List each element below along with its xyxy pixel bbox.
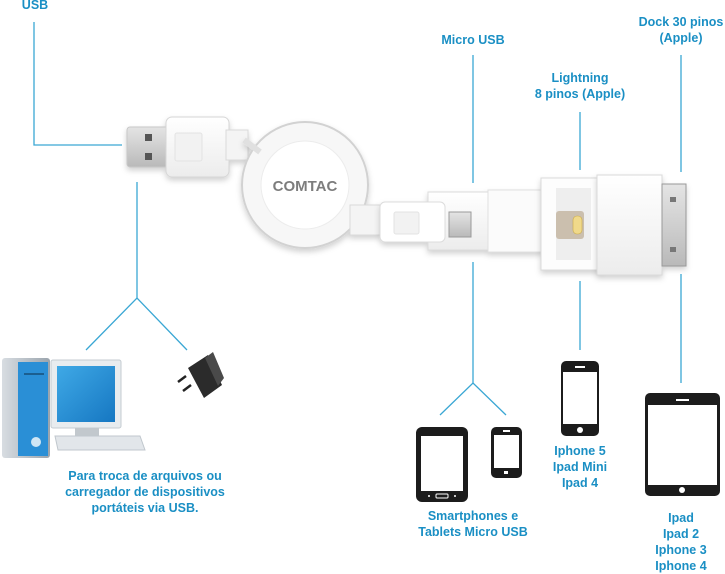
lightning-connector bbox=[540, 177, 602, 271]
android-tablet-icon bbox=[416, 427, 468, 502]
lightning-caption: Iphone 5 Ipad Mini Ipad 4 bbox=[552, 444, 608, 490]
ipad-icon bbox=[645, 393, 720, 496]
wall-charger-icon bbox=[177, 352, 224, 398]
microusb-label: Micro USB bbox=[441, 33, 505, 47]
microusb-branch-line bbox=[439, 382, 507, 416]
iphone-icon bbox=[561, 361, 599, 436]
microusb-connector bbox=[379, 189, 544, 253]
usb-caption: Para troca de arquivos ou carregador de … bbox=[65, 469, 225, 515]
connection-lines bbox=[33, 22, 682, 416]
usb-leader-line bbox=[33, 22, 122, 146]
dock30-connector bbox=[596, 174, 687, 276]
usb-branch-line bbox=[85, 297, 188, 351]
dock30-caption: Ipad Ipad 2 Iphone 3 Iphone 4 bbox=[655, 511, 707, 573]
android-phone-icon bbox=[491, 427, 522, 478]
usb-connector bbox=[126, 116, 249, 178]
dock30-label: Dock 30 pinos (Apple) bbox=[638, 15, 724, 45]
microusb-caption: Smartphones e Tablets Micro USB bbox=[418, 509, 528, 539]
brand-logo: COMTAC bbox=[273, 178, 338, 195]
lightning-label: Lightning 8 pinos (Apple) bbox=[534, 71, 626, 101]
usb-label: USB bbox=[21, 0, 49, 12]
cable-reel: COMTAC bbox=[241, 121, 383, 249]
desktop-computer-icon bbox=[2, 358, 146, 458]
